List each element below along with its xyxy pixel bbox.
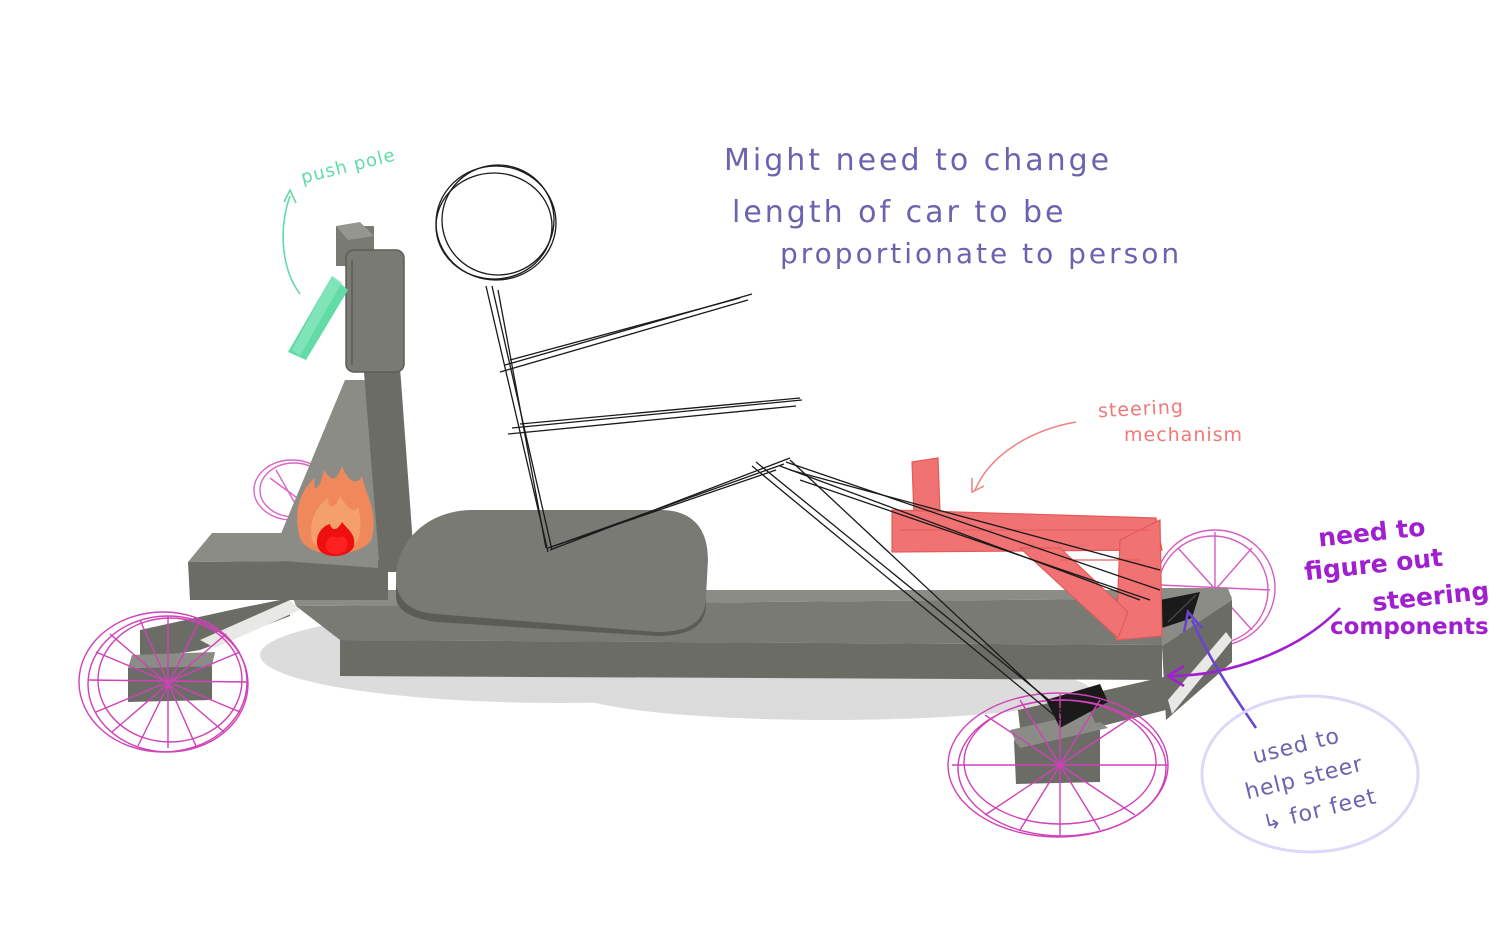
push-pole-arrow (282, 188, 301, 295)
steering-label-line-1: steering (1097, 395, 1185, 423)
components-note-line-4: components (1330, 614, 1489, 640)
steering-label-line-2: mechanism (1124, 424, 1244, 446)
front-block (1160, 588, 1232, 720)
feet-note-bubble (1200, 694, 1420, 854)
rear-left-wheel (78, 611, 249, 753)
seat-back (345, 249, 405, 373)
main-note-line-1: Might need to change (724, 143, 1113, 178)
fire-icon (297, 466, 374, 557)
front-axle (1010, 676, 1168, 784)
rear-left-block (128, 652, 215, 702)
push-pole (288, 276, 348, 360)
steering-mechanism (891, 457, 1163, 641)
main-note-line-2: length of car to be (732, 195, 1067, 230)
front-left-wheel (947, 692, 1169, 838)
components-arrow (1165, 607, 1341, 688)
stick-figure (435, 164, 1161, 721)
steering-arrow (971, 421, 1077, 494)
feet-arrow (1182, 609, 1258, 729)
main-note-line-3: proportionate to person (780, 237, 1183, 270)
seat-cushion (396, 510, 708, 636)
